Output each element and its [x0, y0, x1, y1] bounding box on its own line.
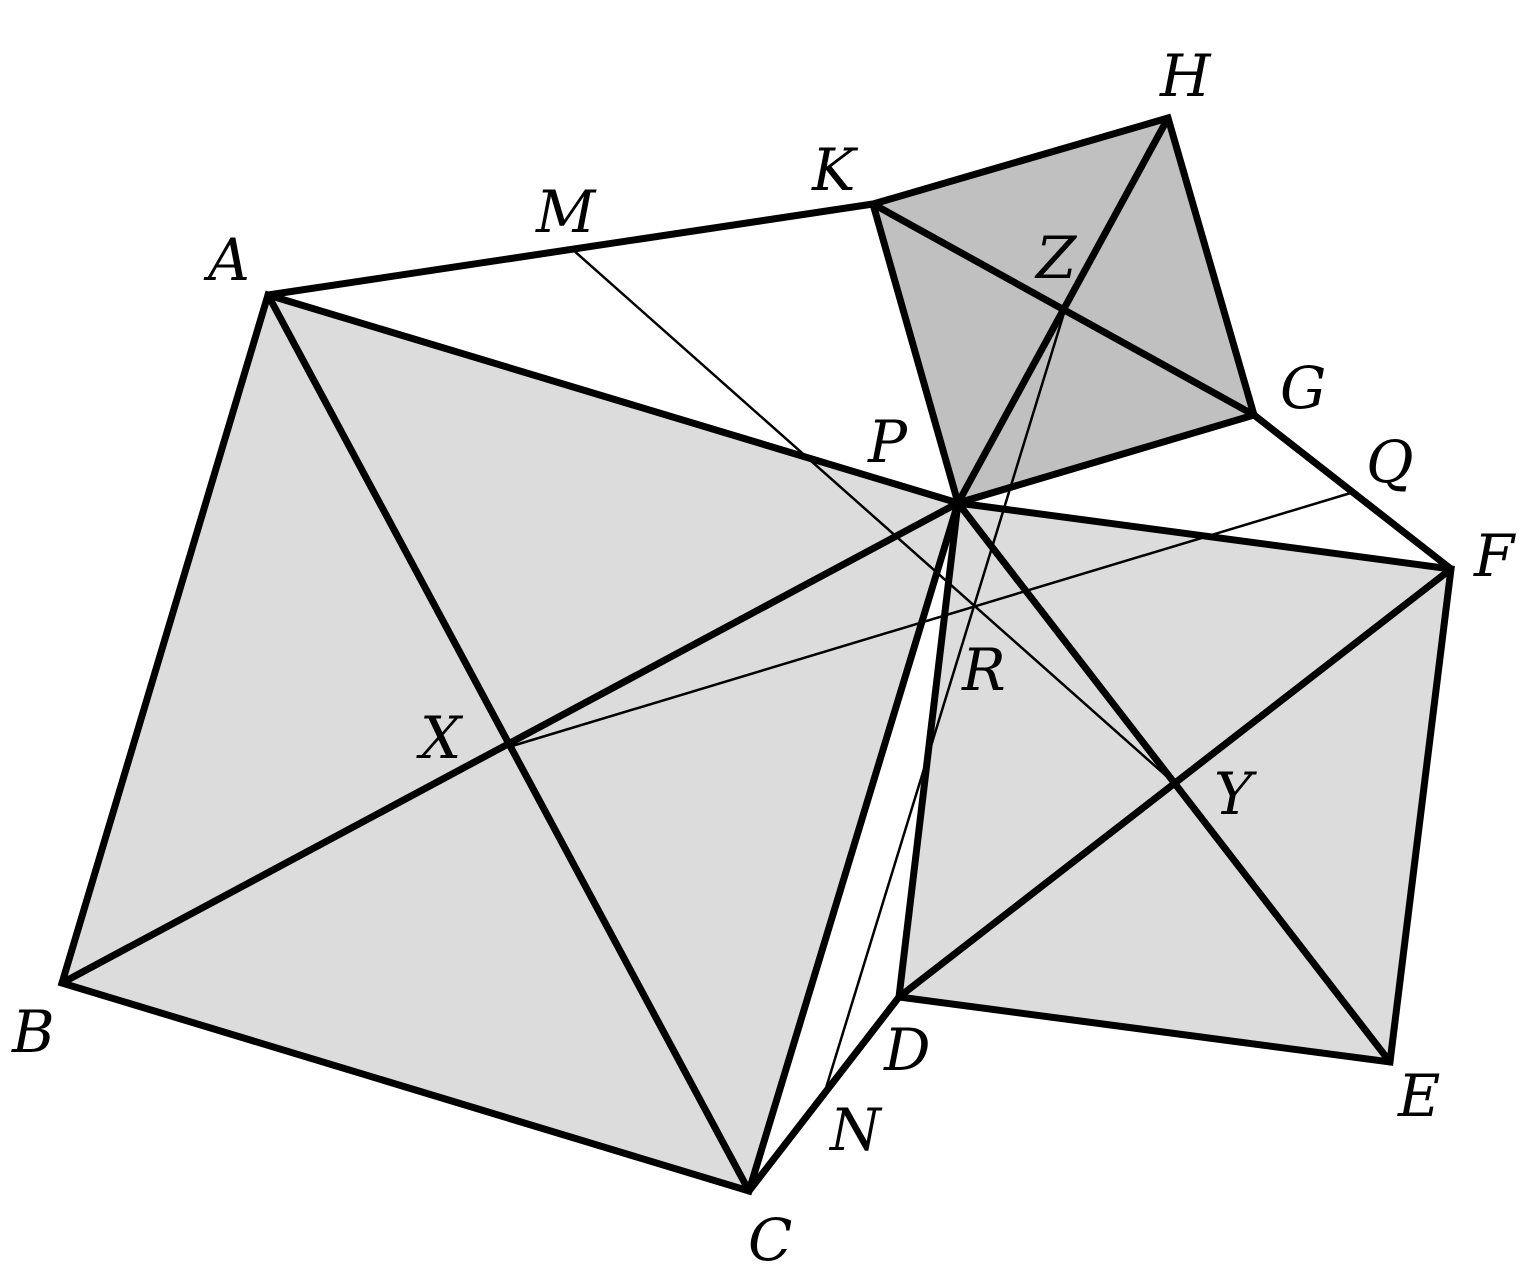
- label-m: M: [535, 178, 597, 246]
- segment-g-f: [1250, 411, 1455, 573]
- label-r: R: [961, 636, 1006, 704]
- label-n: N: [828, 1096, 883, 1164]
- label-p: P: [867, 408, 908, 476]
- label-f: F: [1473, 522, 1516, 590]
- label-e: E: [1397, 1062, 1440, 1130]
- label-k: K: [811, 136, 859, 204]
- label-g: G: [1280, 354, 1326, 422]
- segment-m-y: [570, 247, 1183, 791]
- diagonal-d-f: [895, 565, 1455, 1001]
- label-x: X: [416, 704, 464, 772]
- label-c: C: [748, 1206, 792, 1274]
- diagonal-b-p: [58, 499, 962, 987]
- label-z: Z: [1034, 224, 1078, 292]
- label-h: H: [1159, 42, 1212, 110]
- filled-regions: [62, 118, 1451, 1191]
- label-b: B: [11, 998, 55, 1066]
- point-labels: A B C D E F G H K M N P Q R X Y Z: [11, 42, 1516, 1274]
- label-d: D: [883, 1016, 931, 1084]
- label-a: A: [203, 226, 250, 294]
- segment-a-k: [264, 200, 877, 299]
- label-y: Y: [1214, 760, 1257, 828]
- diagonal-k-g: [869, 200, 1258, 419]
- segment-c-d: [745, 993, 903, 1195]
- segment-n-z: [824, 311, 1066, 1090]
- label-q: Q: [1366, 428, 1414, 496]
- thick-lines: [57, 113, 1455, 1196]
